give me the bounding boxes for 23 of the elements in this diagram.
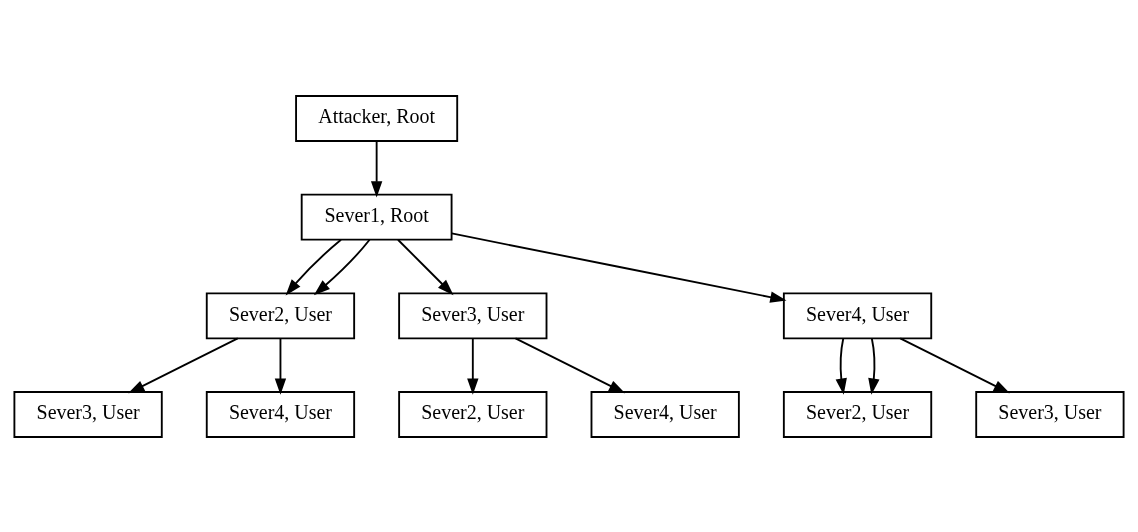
arrow — [397, 238, 454, 295]
arrow — [514, 337, 626, 393]
arrow — [313, 238, 371, 295]
node-box: Sever4, User — [205, 390, 356, 438]
arrow — [835, 337, 847, 395]
arrow — [899, 337, 1010, 393]
arrow — [868, 337, 880, 395]
arrow — [128, 337, 239, 393]
node-box: Sever3, User — [13, 390, 163, 438]
node-box: Sever1, Root — [300, 193, 453, 241]
node-box: Attacker, Root — [295, 94, 459, 142]
arrow — [285, 238, 342, 295]
node-box: Sever2, User — [398, 390, 548, 438]
arrow — [274, 337, 287, 395]
arrow — [467, 337, 479, 395]
arrow — [370, 139, 383, 197]
arrow — [450, 232, 787, 303]
node-box: Sever3, User — [398, 291, 548, 339]
node-box: Sever4, User — [782, 291, 933, 339]
node-box: Sever2, User — [782, 390, 933, 438]
node-box: Sever3, User — [975, 390, 1125, 438]
node-box: Sever4, User — [590, 390, 740, 438]
node-box: Sever2, User — [205, 291, 356, 339]
